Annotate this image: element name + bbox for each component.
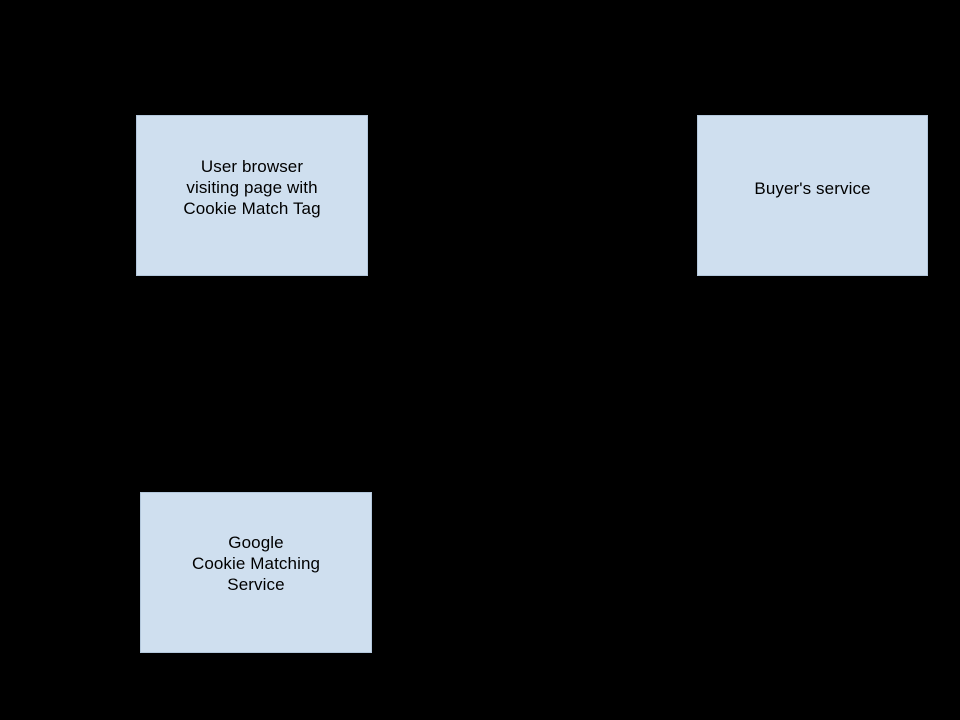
node-google-cookie-matching-service[interactable]: Google Cookie Matching Service	[140, 492, 372, 653]
node-buyers-service[interactable]: Buyer's service	[697, 115, 928, 276]
node-user-browser[interactable]: User browser visiting page with Cookie M…	[136, 115, 368, 276]
node-buyers-service-label: Buyer's service	[754, 179, 871, 198]
node-user-browser-label: User browser visiting page with Cookie M…	[183, 157, 321, 218]
node-google-cookie-matching-service-label: Google Cookie Matching Service	[191, 533, 321, 594]
